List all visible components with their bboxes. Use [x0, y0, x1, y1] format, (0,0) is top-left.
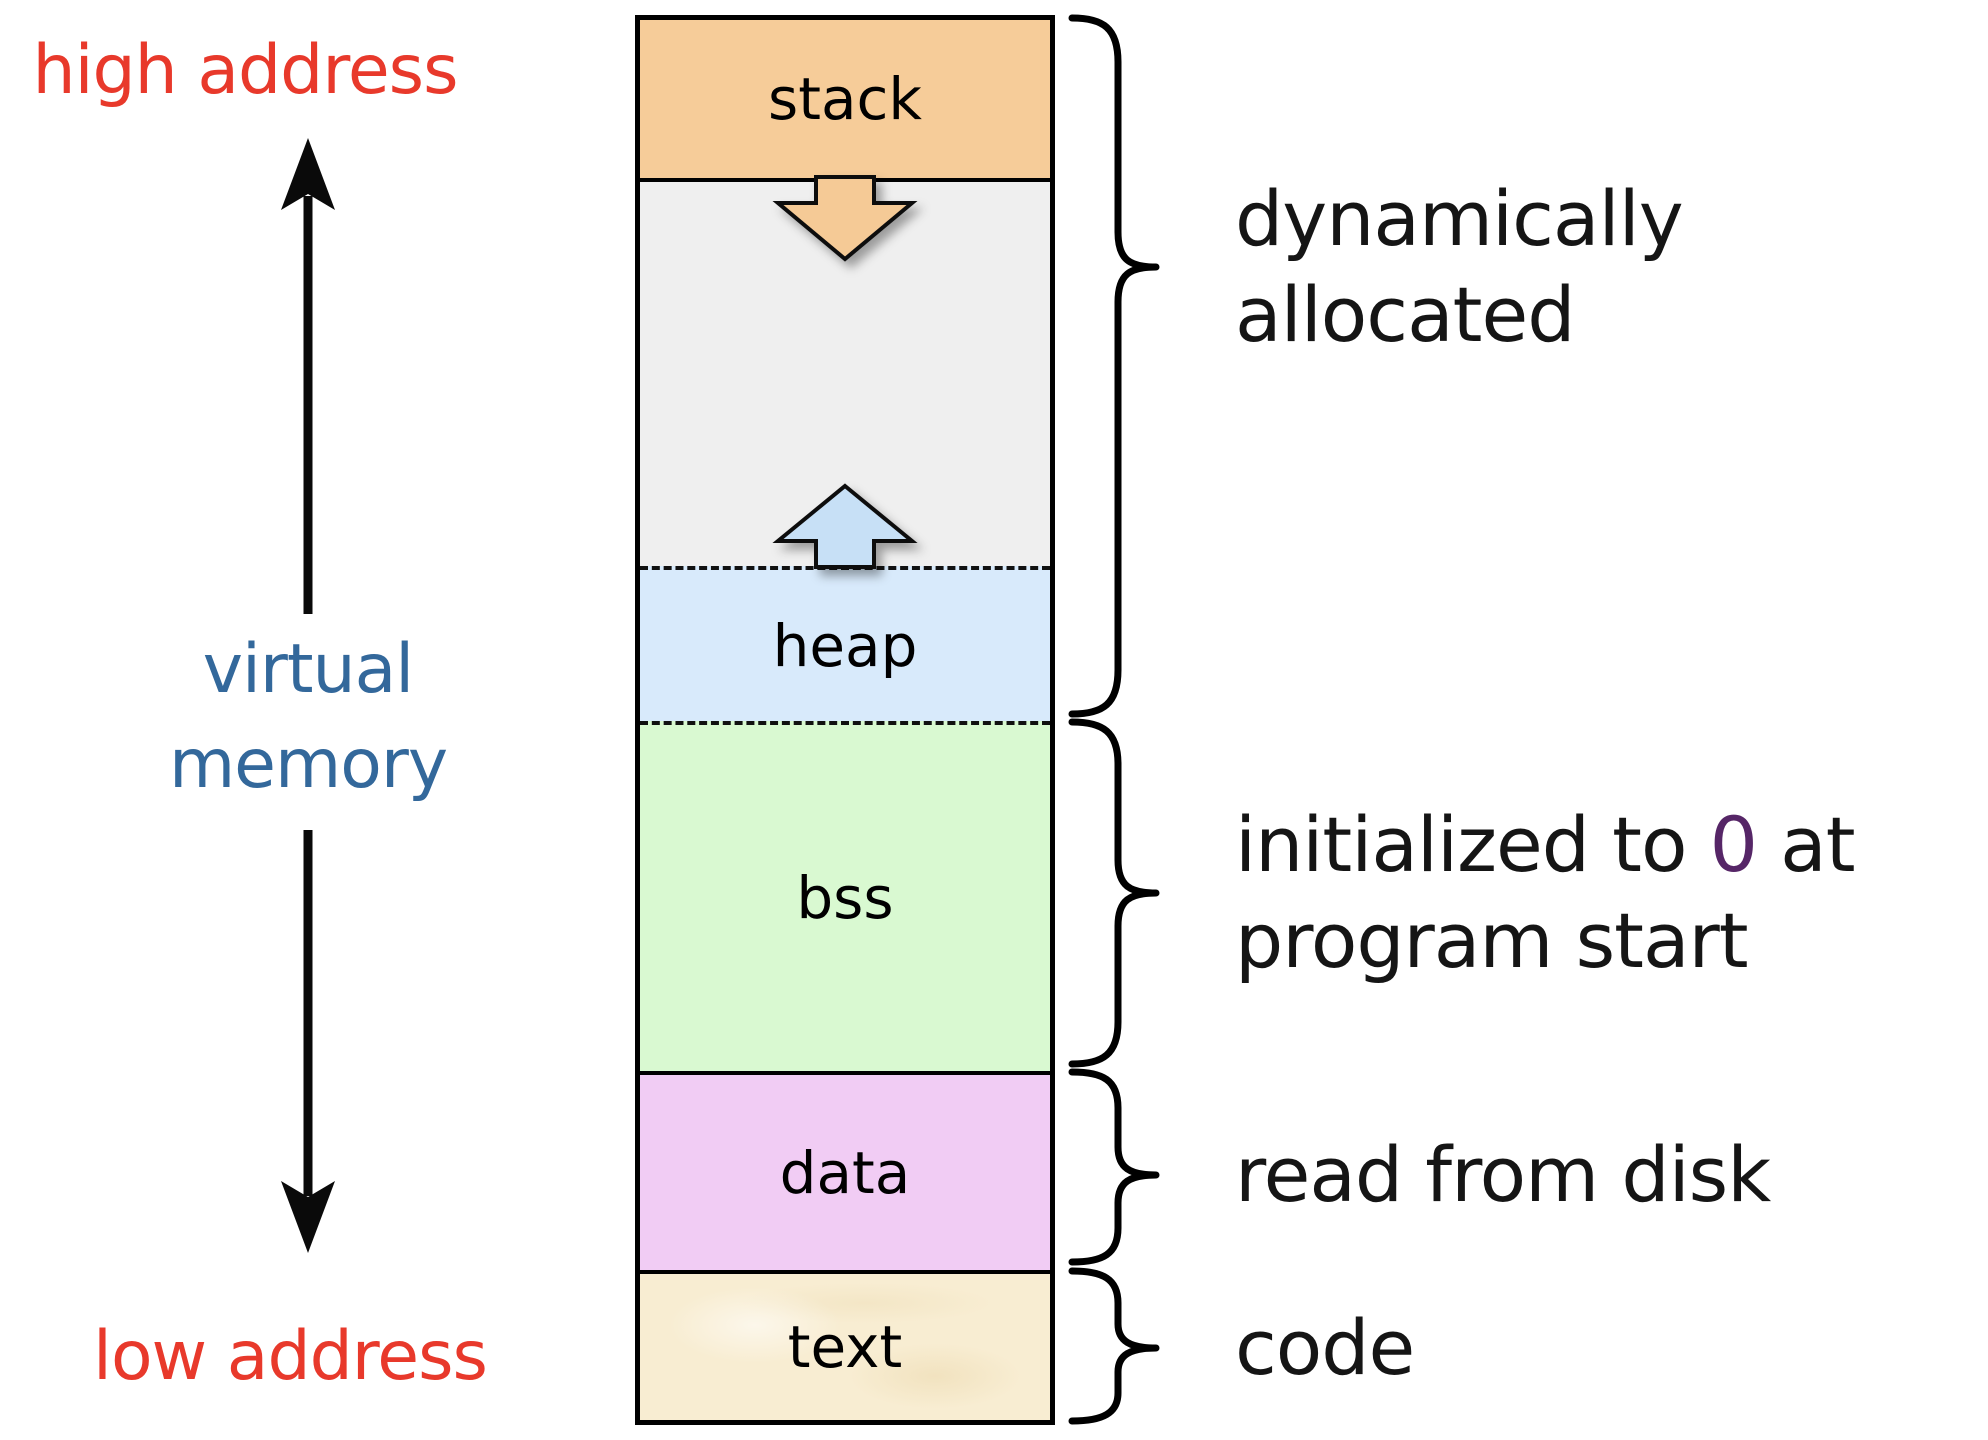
virtual-memory-label-line2: memory: [168, 725, 448, 804]
low-address-label: low address: [93, 1317, 488, 1396]
segment-stack: stack: [640, 20, 1050, 178]
segment-heap: heap: [640, 566, 1050, 721]
brace-dynamically-allocated: [1068, 14, 1160, 718]
segment-text-label: text: [787, 1313, 903, 1381]
brace-code: [1068, 1267, 1160, 1425]
annotation-initialized-pre: initialized to: [1235, 800, 1710, 889]
virtual-memory-label: virtual memory: [88, 622, 528, 812]
annotation-read-from-disk: read from disk: [1235, 1130, 1771, 1219]
annotation-code: code: [1235, 1303, 1415, 1392]
annotation-dynamically-allocated-line1: dynamically: [1235, 174, 1684, 263]
annotation-initialized-to-zero: initialized to 0 at program start: [1235, 797, 1856, 989]
annotation-initialized-line1: initialized to 0 at: [1235, 797, 1856, 893]
high-address-label: high address: [32, 31, 458, 110]
brace-initialized-to-zero: [1068, 718, 1160, 1068]
annotation-initialized-zero: 0: [1709, 800, 1758, 889]
annotation-dynamically-allocated: dynamically allocated: [1235, 171, 1684, 363]
annotation-initialized-post: at: [1756, 800, 1855, 889]
memory-column: stack heap bss data text: [635, 15, 1055, 1425]
brace-read-from-disk: [1068, 1068, 1160, 1266]
segment-stack-label: stack: [768, 65, 922, 133]
segment-bss-label: bss: [796, 864, 894, 932]
segment-heap-label: heap: [772, 611, 918, 680]
virtual-memory-label-line1: virtual: [202, 630, 414, 709]
segment-text: text: [640, 1270, 1050, 1420]
segment-bss: bss: [640, 721, 1050, 1071]
segment-data-label: data: [779, 1138, 911, 1207]
segment-data: data: [640, 1071, 1050, 1270]
segment-free-space: [640, 178, 1050, 566]
annotation-dynamically-allocated-line2: allocated: [1235, 270, 1575, 359]
arrow-down-head-icon: [281, 1181, 335, 1253]
arrow-up-head-icon: [281, 138, 335, 210]
annotation-initialized-line2: program start: [1235, 896, 1749, 985]
